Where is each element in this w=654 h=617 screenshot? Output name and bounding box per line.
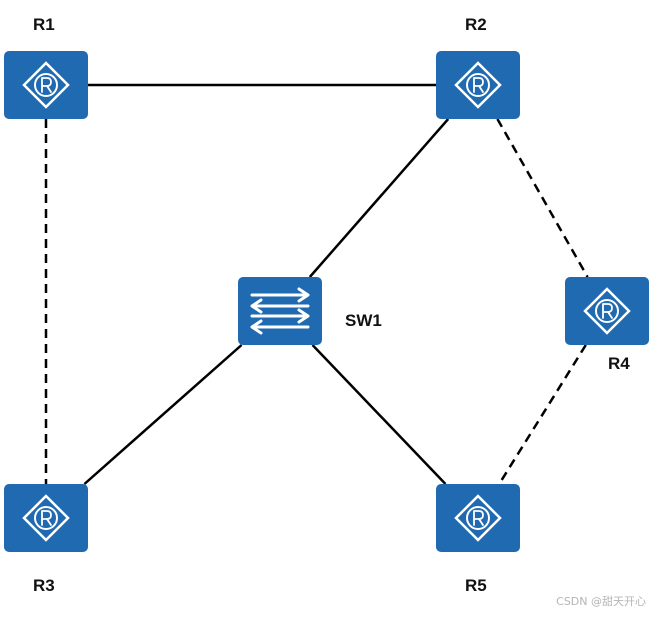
router-r4 (565, 277, 649, 345)
router-diamond (22, 61, 70, 109)
router-r-glyph (41, 510, 52, 526)
router-circle (466, 506, 490, 530)
label-r1: R1 (33, 15, 55, 34)
router-circle (466, 73, 490, 97)
router-icon (22, 494, 70, 542)
router-r5 (436, 484, 520, 552)
link-sw1-r3 (83, 344, 243, 485)
router-r2 (436, 51, 520, 119)
router-circle (34, 73, 58, 97)
router-r-glyph (473, 77, 484, 93)
switch-icon (250, 287, 310, 335)
router-diamond (454, 494, 502, 542)
router-r-glyph (602, 303, 613, 319)
router-icon (583, 287, 631, 335)
watermark: CSDN @甜天开心 (556, 595, 646, 608)
router-r-glyph (41, 77, 52, 93)
router-r-glyph (473, 510, 484, 526)
router-circle (595, 299, 619, 323)
label-r4: R4 (608, 354, 630, 373)
link-sw1-r5 (311, 344, 447, 485)
router-icon (22, 61, 70, 109)
router-diamond (583, 287, 631, 335)
link-r2-sw1 (308, 118, 450, 278)
switch-arrow (250, 308, 310, 324)
router-r1 (4, 51, 88, 119)
switch-arrow (250, 287, 310, 303)
link-r2-r4 (496, 118, 589, 278)
switch-arrow (250, 298, 310, 314)
label-r2: R2 (465, 15, 487, 34)
router-r3 (4, 484, 88, 552)
switch-sw1 (238, 277, 322, 345)
router-circle (34, 506, 58, 530)
label-sw1: SW1 (345, 311, 382, 330)
label-r5: R5 (465, 576, 487, 595)
label-r3: R3 (33, 576, 55, 595)
link-r4-r5 (498, 344, 587, 485)
router-icon (454, 61, 502, 109)
router-icon (454, 494, 502, 542)
router-diamond (454, 61, 502, 109)
router-diamond (22, 494, 70, 542)
switch-arrow (250, 319, 310, 335)
